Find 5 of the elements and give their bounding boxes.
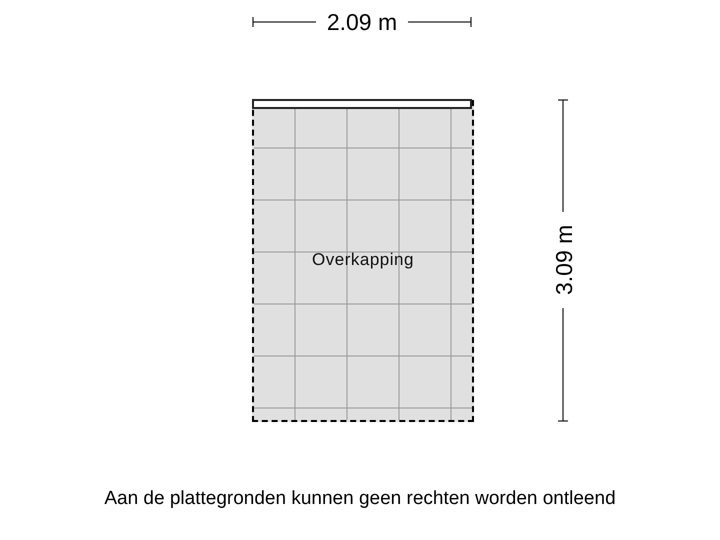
room-label: Overkapping: [311, 250, 415, 270]
disclaimer-text: Aan de plattegronden kunnen geen rechten worden ontleend: [103, 488, 617, 510]
room-floor: [252, 100, 474, 422]
dimension-label: 2.09 m: [326, 9, 398, 36]
dimension-label: 3.09 m: [551, 224, 578, 298]
